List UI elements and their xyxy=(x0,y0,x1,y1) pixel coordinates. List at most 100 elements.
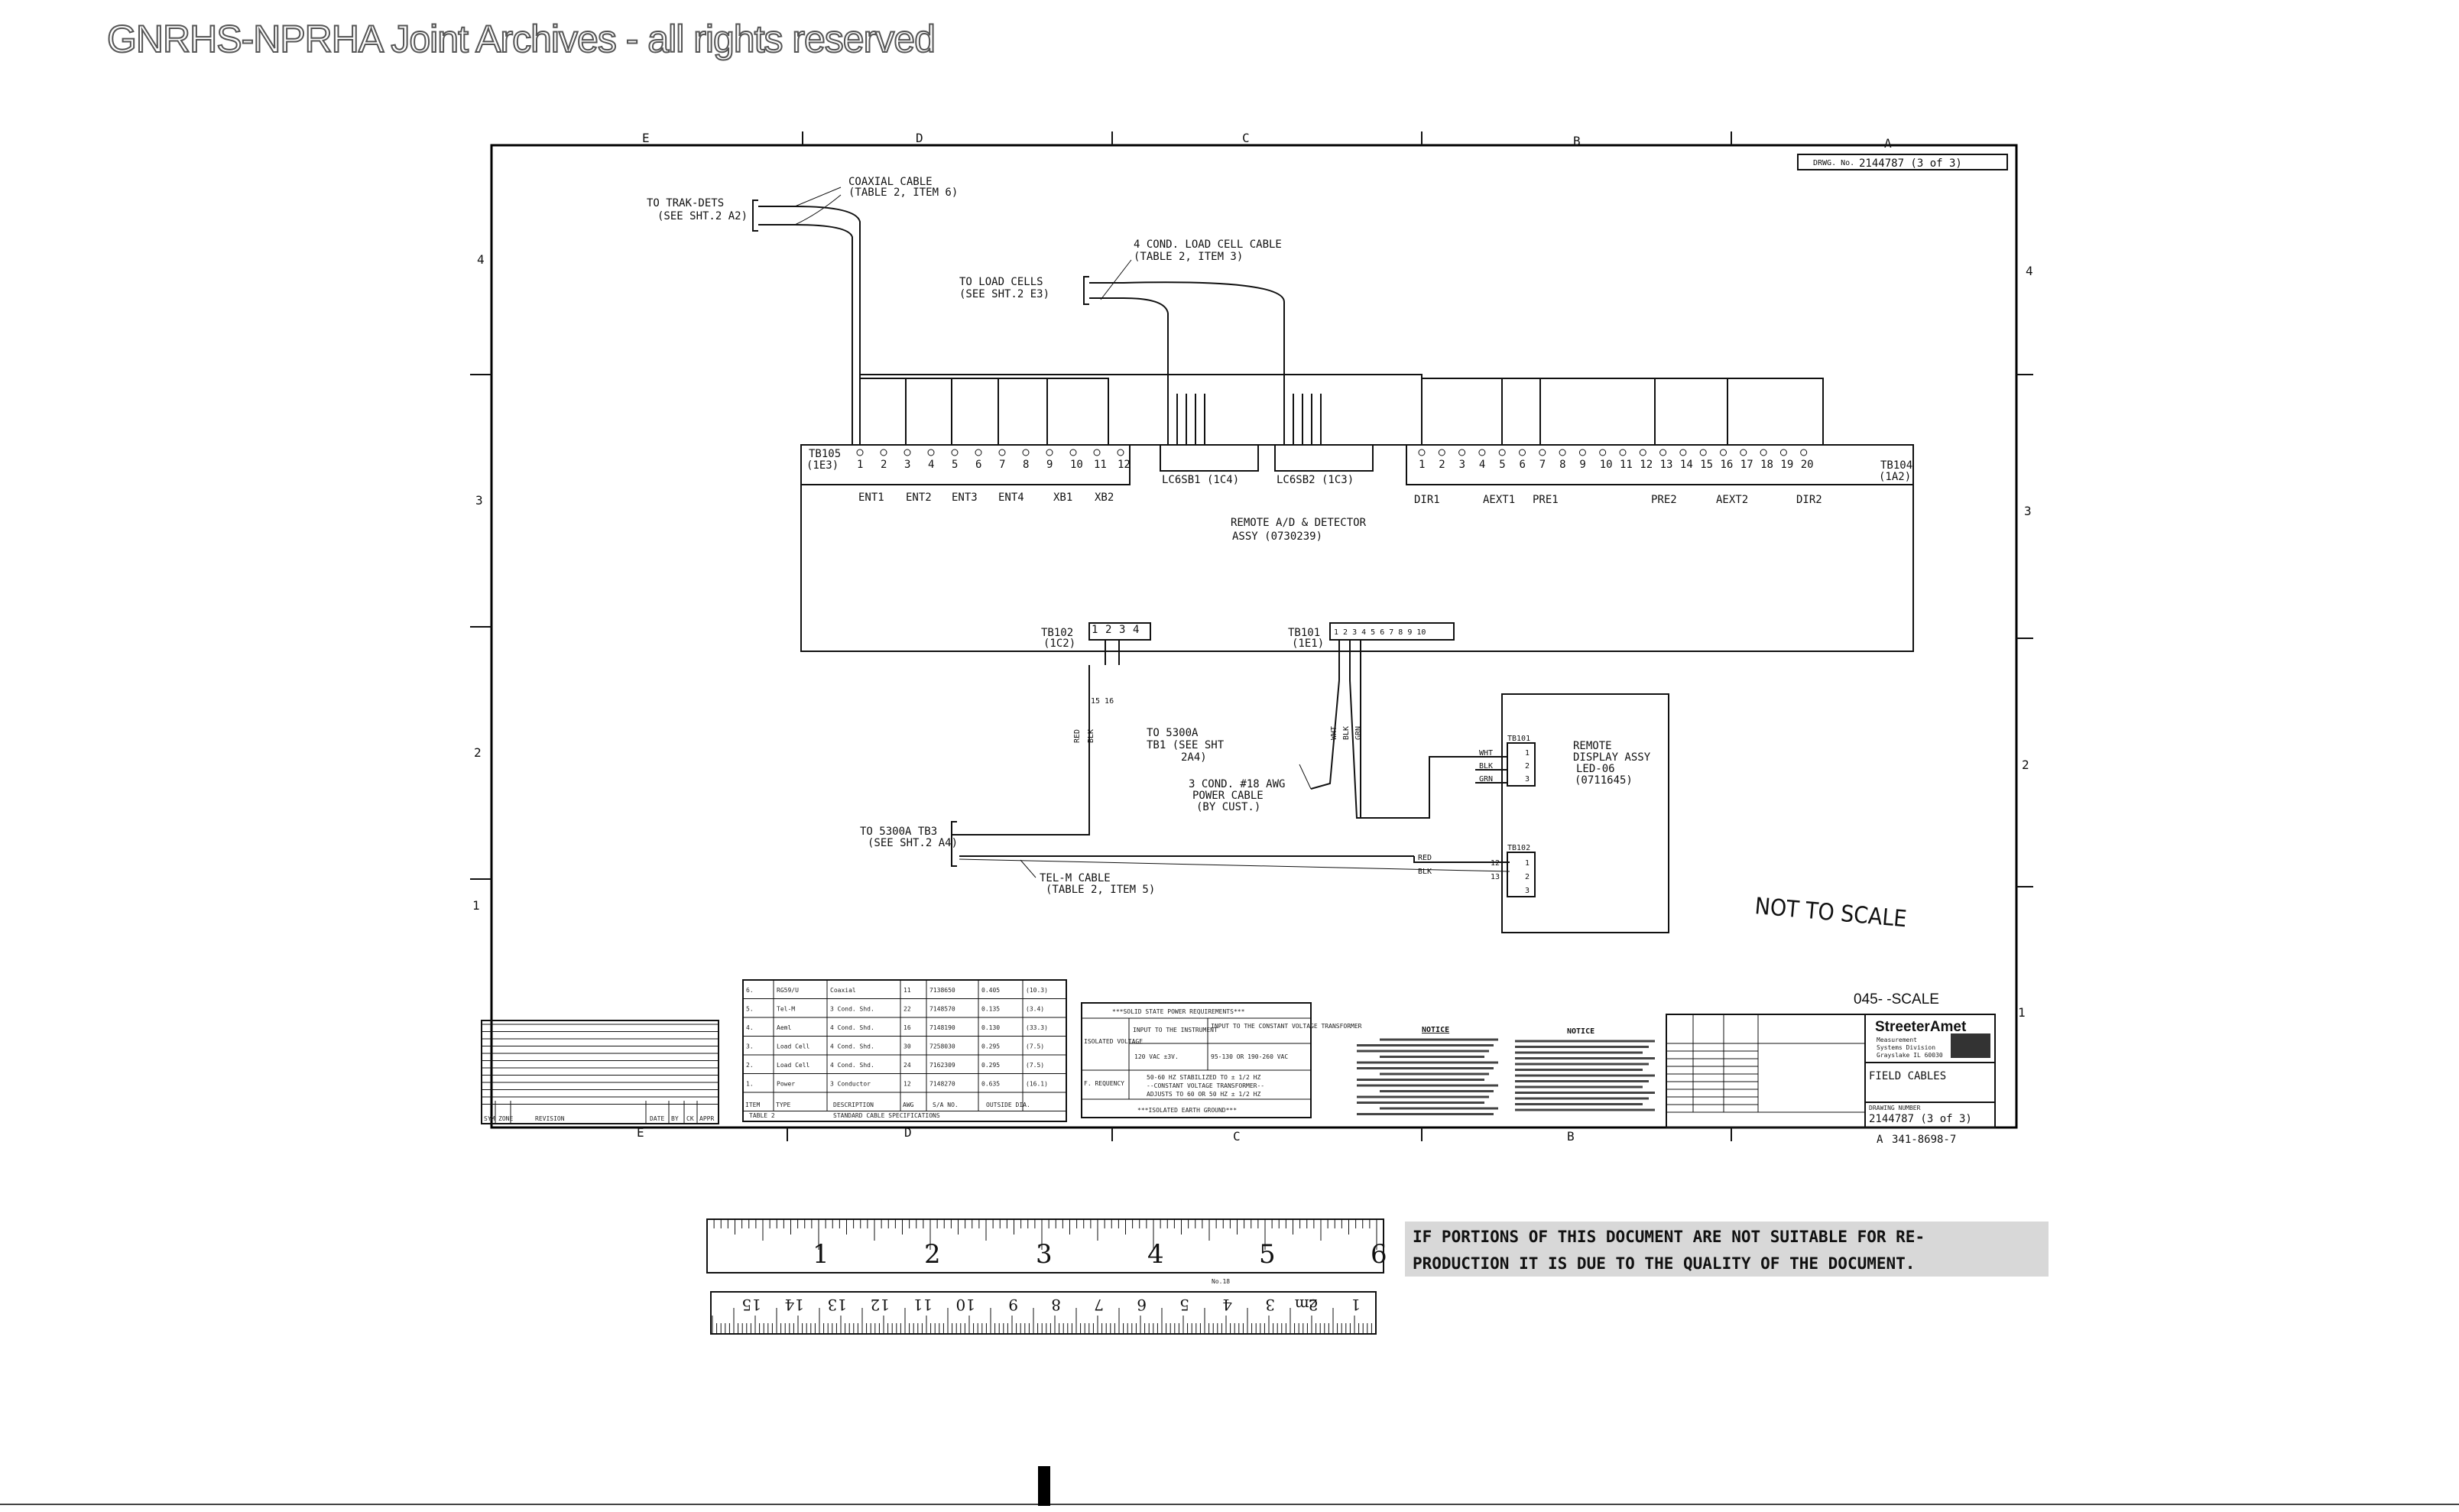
table2-header: ITEM xyxy=(745,1102,760,1108)
tb104-ref: (1A2) xyxy=(1879,471,1911,483)
tb105-group-xb2: XB2 xyxy=(1095,492,1114,504)
terminal-screw xyxy=(856,449,864,456)
power-req-f3: ADJUSTS TO 60 OR 50 HZ ± 1/2 HZ xyxy=(1147,1091,1260,1098)
ruler-cm-number: 11 xyxy=(913,1296,933,1314)
remote-ad-line2: ASSY (0730239) xyxy=(1232,530,1322,543)
quality-notice-line1: IF PORTIONS OF THIS DOCUMENT ARE NOT SUI… xyxy=(1413,1228,1925,1246)
ruler-model: No.18 xyxy=(1212,1278,1230,1285)
tb105-group-ent2: ENT2 xyxy=(906,492,932,504)
zone-top-b: B xyxy=(1573,134,1581,148)
table2-caption: STANDARD CABLE SPECIFICATIONS xyxy=(833,1112,940,1119)
tb101-wire-wht: WHT xyxy=(1330,726,1338,740)
ruler-cm-number: 7 xyxy=(1094,1296,1104,1314)
zone-side-4: 4 xyxy=(477,252,485,267)
load-cell-cable: TO LOAD CELLS (SEE SHT.2 E3) 4 COND. LOA… xyxy=(959,238,1285,397)
table2-cell: RG59/U xyxy=(777,987,799,994)
rd-tb101-term-1: 1 xyxy=(1525,749,1530,758)
power-cable-label-c: (BY CUST.) xyxy=(1196,801,1260,813)
terminal-number: 4 xyxy=(928,459,934,471)
zone-top-e: E xyxy=(642,131,650,145)
table2-cell: 0.295 xyxy=(981,1062,1000,1069)
rd-tb102-wire-red: RED xyxy=(1418,854,1432,862)
rd-tb102-term-1: 1 xyxy=(1525,859,1530,868)
table2-cell: (3.4) xyxy=(1026,1006,1044,1013)
tb1-label-b: TB1 (SEE SHT xyxy=(1147,739,1225,751)
rd-tb101-wire-blk: BLK xyxy=(1479,762,1493,771)
table2-cell: 0.130 xyxy=(981,1024,1000,1031)
table2-cell: 5. xyxy=(746,1006,754,1013)
revision-col-ck: CK xyxy=(686,1115,694,1122)
terminal-number: 17 xyxy=(1740,459,1753,471)
table2-cell: 0.295 xyxy=(981,1043,1000,1050)
terminal-screw xyxy=(1740,449,1747,456)
not-to-scale-stamp: NOT TO SCALE xyxy=(1753,893,1908,933)
film-prefix: A xyxy=(1877,1134,1883,1146)
terminal-number: 14 xyxy=(1680,459,1693,471)
terminal-screw xyxy=(880,449,887,456)
tb105-group-ent1: ENT1 xyxy=(858,492,884,504)
table2-title: TABLE 2 xyxy=(749,1112,775,1119)
drawing-number-top: 2144787 (3 of 3) xyxy=(1859,157,1962,170)
tb104-group-dir1: DIR1 xyxy=(1414,494,1440,506)
rd-tb101-wire-wht: WHT xyxy=(1479,749,1493,758)
revision-col-date: DATE xyxy=(650,1115,664,1122)
revision-block: REVISION SYM ZONE DATE BY CK APPR xyxy=(481,1020,719,1124)
table2-cell: 0.135 xyxy=(981,1006,1000,1013)
remote-display-line2: DISPLAY ASSY xyxy=(1573,751,1651,764)
tb104-group-pre1: PRE1 xyxy=(1533,494,1559,506)
table2-cell: 7138650 xyxy=(929,987,955,994)
ruler-cm-number: 3 xyxy=(1265,1296,1275,1314)
ruler-cm-number: 15 xyxy=(742,1296,761,1314)
terminal-number: 8 xyxy=(1023,459,1029,471)
notice-blocks: NOTICE NOTICE xyxy=(1357,1026,1655,1115)
table2-cell: Load Cell xyxy=(777,1062,810,1069)
tb102-ref: (1C2) xyxy=(1043,638,1075,650)
terminal-number: 5 xyxy=(952,459,958,471)
archive-watermark: GNRHS-NPRHA Joint Archives - all rights … xyxy=(106,17,936,61)
coax-label: COAXIAL CABLE xyxy=(848,176,933,188)
table2-cell: 24 xyxy=(903,1062,911,1069)
load-cells-label: TO LOAD CELLS xyxy=(959,276,1043,288)
tb105-group-xb1: XB1 xyxy=(1053,492,1072,504)
terminal-screw xyxy=(1458,449,1466,456)
rd-tb102-name: TB102 xyxy=(1507,844,1530,852)
rd-tb101-term-2: 2 xyxy=(1525,762,1530,771)
rd-tb102-term-3: 3 xyxy=(1525,887,1530,895)
zone-top-c: C xyxy=(1242,131,1250,145)
table2-cell: Tel-M xyxy=(777,1006,795,1013)
jumper-wires xyxy=(852,374,1824,445)
notice-title: NOTICE xyxy=(1422,1026,1449,1034)
terminal-number: 16 xyxy=(1721,459,1734,471)
tb101-terms: 1 2 3 4 5 6 7 8 9 10 xyxy=(1334,628,1426,637)
tel-cable-label: TEL-M CABLE xyxy=(1040,872,1111,884)
remote-display-title: REMOTE xyxy=(1573,740,1612,752)
ruler-cm-number: 9 xyxy=(1008,1296,1018,1314)
ruler-cm-number: 8 xyxy=(1051,1296,1061,1314)
rd-tb101-name: TB101 xyxy=(1507,735,1530,743)
notice2-title: NOTICE xyxy=(1567,1027,1594,1036)
terminal-screw xyxy=(1800,449,1808,456)
rd-tb101-wire-grn: GRN xyxy=(1479,775,1493,784)
terminal-screw xyxy=(1578,449,1586,456)
drawing-frame: E D C B A E D C B 4 3 2 1 4 3 2 1 DRWG. … xyxy=(470,131,2033,1144)
terminal-screw xyxy=(1022,449,1030,456)
table2-cell: 30 xyxy=(903,1043,911,1050)
terminal-number: 5 xyxy=(1499,459,1505,471)
tb101-name: TB101 xyxy=(1288,627,1320,639)
tb102-term-2: 2 xyxy=(1105,624,1111,636)
tb3-label: TO 5300A TB3 xyxy=(860,826,937,838)
terminal-number: 8 xyxy=(1559,459,1565,471)
load-cells-ref: (SEE SHT.2 E3) xyxy=(959,288,1049,300)
scan-bottom-edge xyxy=(0,1466,2459,1506)
table2-cell: 4 Cond. Shd. xyxy=(830,1024,874,1031)
terminal-number: 12 xyxy=(1118,459,1131,471)
table2-cell: 3. xyxy=(746,1043,754,1050)
coax-ref: (TABLE 2, ITEM 6) xyxy=(848,187,958,199)
terminal-screw xyxy=(903,449,911,456)
drawing-title: FIELD CABLES xyxy=(1869,1070,1946,1082)
quality-notice: IF PORTIONS OF THIS DOCUMENT ARE NOT SUI… xyxy=(1405,1222,2049,1277)
zone-bottom-c: C xyxy=(1233,1129,1241,1144)
table2-cell: 3 Cond. Shd. xyxy=(830,1006,874,1013)
